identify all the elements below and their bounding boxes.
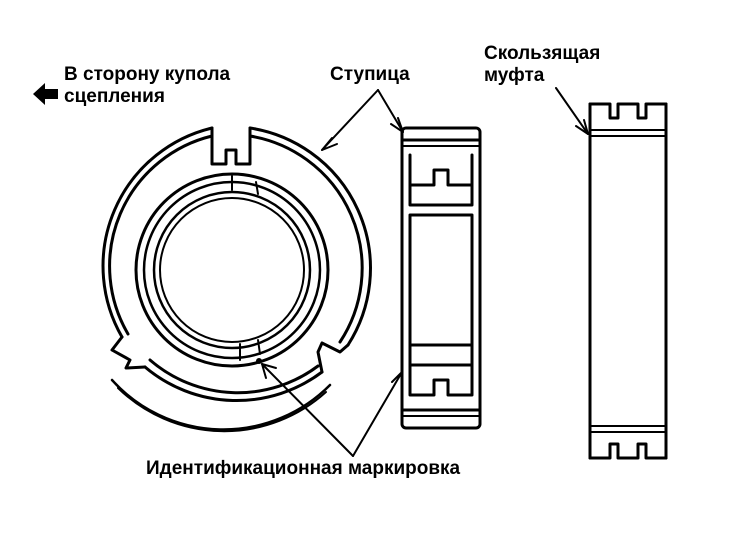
direction-label-line1: В сторону купола xyxy=(64,64,231,85)
direction-label-line2: сцепления xyxy=(64,86,165,107)
hub-front-view xyxy=(101,126,372,433)
identification-mark-dot xyxy=(256,358,262,364)
hub-side-view xyxy=(400,126,482,430)
identification-mark-label: Идентификационная маркировка xyxy=(146,458,461,479)
sleeve-label-line1: Скользящая xyxy=(484,43,601,64)
sleeve-label: Скользящая муфта xyxy=(484,43,600,87)
leader-lines xyxy=(261,87,589,457)
hub-label: Ступица xyxy=(330,64,410,85)
arrow-left-icon xyxy=(33,83,58,105)
direction-label: В сторону купола сцепления xyxy=(64,64,230,108)
sleeve-label-line2: муфта xyxy=(484,65,545,86)
sleeve-side-view xyxy=(588,102,668,460)
